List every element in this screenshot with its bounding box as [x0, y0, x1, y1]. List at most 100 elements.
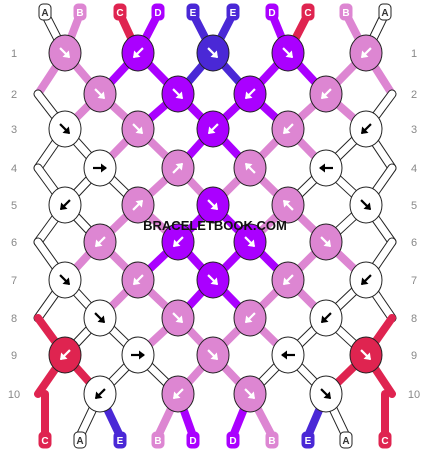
knot-arrow-icon — [244, 388, 256, 400]
knot-arrow-icon — [207, 123, 219, 135]
bottom-strand-letter-tab — [151, 431, 165, 449]
row-label-left: 10 — [8, 389, 20, 401]
knot — [83, 375, 117, 413]
knot — [233, 149, 267, 187]
knot — [83, 223, 117, 261]
top-strand-letter: B — [342, 8, 349, 19]
top-strand-letter: E — [230, 8, 237, 19]
top-strand-letter-tab — [339, 3, 353, 21]
knot-arrow-icon — [94, 88, 106, 100]
row-label-right: 2 — [411, 89, 417, 101]
bottom-strand-letter: B — [154, 436, 161, 447]
knot — [121, 186, 155, 224]
row-label-left: 9 — [11, 350, 17, 362]
knot — [121, 110, 155, 148]
knot-arrow-icon — [360, 123, 372, 135]
knot — [161, 75, 195, 113]
knot-arrow-icon — [132, 123, 144, 135]
top-strand-letter: E — [190, 8, 197, 19]
bottom-strand-letter-tab — [73, 431, 87, 449]
bottom-strand-letter: C — [41, 436, 48, 447]
bottom-strand-letter: A — [76, 436, 83, 447]
row-label-right: 6 — [411, 237, 417, 249]
knot-arrow-icon — [282, 274, 294, 286]
knot-arrow-icon — [94, 312, 106, 324]
knot-arrow-icon — [59, 274, 71, 286]
knot — [48, 186, 82, 224]
top-strand-letter-tab — [186, 3, 200, 21]
knot — [271, 34, 305, 72]
top-strand-letter: A — [381, 8, 388, 19]
knot-arrow-icon — [319, 163, 333, 173]
knot-arrow-icon — [207, 349, 219, 361]
top-strand-letter-tab — [73, 3, 87, 21]
knot — [196, 186, 230, 224]
knot-arrow-icon — [244, 236, 256, 248]
knot-arrow-icon — [244, 312, 256, 324]
knot-arrow-icon — [320, 388, 332, 400]
knot-arrow-icon — [320, 236, 332, 248]
bottom-strand-letter-tab — [186, 431, 200, 449]
knot — [349, 336, 383, 374]
knot-grid — [48, 34, 383, 413]
knot — [196, 261, 230, 299]
bottom-strand-letter: E — [117, 436, 124, 447]
bottom-strand-letter: E — [305, 436, 312, 447]
bottom-strand-letter-tab — [339, 431, 353, 449]
knot-arrow-icon — [172, 236, 184, 248]
bottom-strand-letter-tab — [265, 431, 279, 449]
knot — [309, 223, 343, 261]
row-label-right: 1 — [411, 48, 417, 60]
knot-arrow-icon — [282, 47, 294, 59]
knot-arrow-icon — [360, 47, 372, 59]
knot — [233, 375, 267, 413]
top-strand-letter-tab — [38, 3, 52, 21]
knot — [48, 336, 82, 374]
knot — [83, 75, 117, 113]
row-label-left: 2 — [11, 89, 17, 101]
knot-arrow-icon — [360, 199, 372, 211]
top-strand-letter-tab — [113, 3, 127, 21]
knot — [48, 110, 82, 148]
top-strand-letter: B — [76, 8, 83, 19]
bottom-strand-letter: C — [381, 436, 388, 447]
knot-arrow-icon — [93, 163, 107, 173]
knot — [349, 186, 383, 224]
top-strand-letter: D — [268, 8, 275, 19]
bottom-strand-letter: D — [229, 436, 236, 447]
knot — [196, 336, 230, 374]
knot-arrow-icon — [244, 162, 256, 174]
knot-arrow-icon — [282, 123, 294, 135]
knot — [233, 75, 267, 113]
knot-arrow-icon — [207, 199, 219, 211]
knot-arrow-icon — [172, 388, 184, 400]
knot — [121, 261, 155, 299]
bottom-strand-letter: D — [189, 436, 196, 447]
row-label-left: 6 — [11, 237, 17, 249]
bottom-strand-letter-tab — [301, 431, 315, 449]
row-label-right: 8 — [411, 313, 417, 325]
knot — [83, 149, 117, 187]
bottom-strand-letter: A — [342, 436, 349, 447]
top-strand-letter: D — [154, 8, 161, 19]
top-strand-letter-tab — [265, 3, 279, 21]
knot-arrow-icon — [132, 47, 144, 59]
knot-arrow-icon — [132, 199, 144, 211]
knot-arrow-icon — [207, 274, 219, 286]
knot — [121, 34, 155, 72]
row-label-left: 8 — [11, 313, 17, 325]
knot — [309, 149, 343, 187]
knot-arrow-icon — [207, 47, 219, 59]
bottom-strand-letter-tab — [38, 431, 52, 449]
knot-arrow-icon — [320, 312, 332, 324]
row-label-left: 5 — [11, 200, 17, 212]
knot — [309, 299, 343, 337]
knot — [196, 34, 230, 72]
top-strand-letter-tab — [226, 3, 240, 21]
knot-arrow-icon — [244, 88, 256, 100]
knot-arrow-icon — [59, 47, 71, 59]
knot — [161, 299, 195, 337]
